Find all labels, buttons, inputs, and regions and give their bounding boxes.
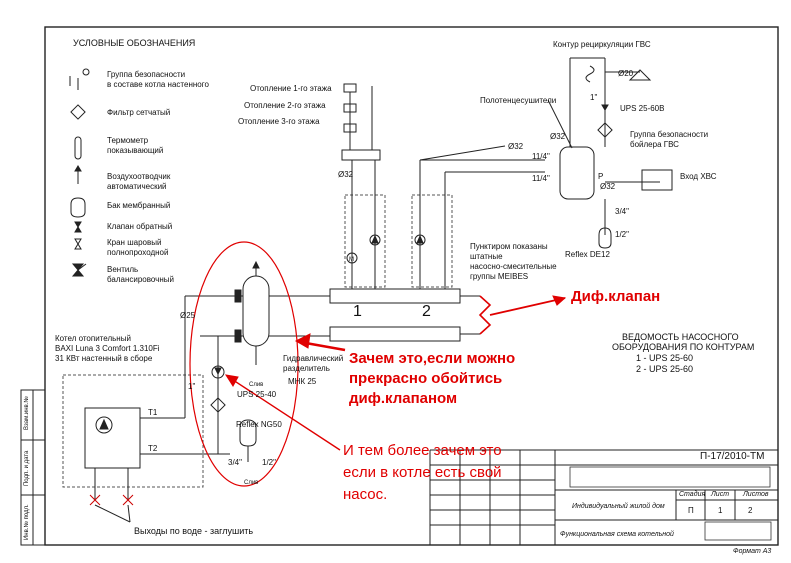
stamp-code: П-17/2010-ТМ [700,451,765,462]
stamp-object: Индивидуальный жилой дом [572,503,665,510]
boiler [62,295,230,523]
stamp-sheet-value: 1 [718,506,723,515]
question-2-l3: насос. [343,486,388,503]
stamp-sheet-header: Лист [711,491,730,498]
stamp-sheets-header: Листов [743,491,769,498]
boiler-label-l1: Котел отопительный [55,334,131,343]
hydraulic-separator [200,260,330,365]
legend-filter: Фильтр сетчатый [107,108,171,117]
riser-diameter-label: Ø32 [338,170,354,179]
pump-sheet-title-l2: ОБОРУДОВАНИЯ ПО КОНТУРАМ [612,342,755,352]
dotted-note-l3: насосно-смесительные [470,262,557,271]
stamp-sheets-value: 2 [748,506,753,515]
side-stamp-1: Взам.инв.№ [24,396,30,430]
legend-ball-valve-l2: полнопроходной [107,248,169,257]
boiler-drain: Слив [244,480,259,486]
stamp-format: Формат А3 [733,548,772,555]
heating-floor-3-label: Отопление 3-го этажа [238,117,320,126]
question-1-l1: Зачем это,если можно [349,350,516,367]
dhw-safety-group-l2: бойлера ГВС [630,140,679,149]
question-1-l2: прекрасно обойтись [349,370,503,387]
stamp-sheet-name: Функциональная схема котельной [560,531,674,538]
stamp-stage-value: П [688,506,694,515]
legend-symbols [69,68,90,277]
dhw-inch-1: 1" [590,93,598,102]
circuit-2-number: 2 [422,303,431,320]
separator-drain: Слив [249,382,264,388]
pump-sheet-row-2: 2 - UPS 25-60 [636,364,694,374]
legend-thermometer-l2: показывающий [107,146,164,155]
legend-safety-group-l2: в составе котла настенного [107,80,209,89]
dhw-d32-label: Ø32 [550,132,566,141]
dhw-supply-d32: Ø32 [508,142,524,151]
svg-text:M: M [349,257,354,263]
water-outputs-label: Выходы по воде - заглушить [134,526,254,536]
towel-dryers-label: Полотенцесушители [480,96,557,105]
sheet-frame [44,26,779,546]
heating-floor-1-label: Отопление 1-го этажа [250,84,332,93]
reflex-ng-label: Reflex NG50 [236,420,282,429]
legend-ball-valve-l1: Кран шаровый [107,238,162,247]
boiler-pump-group [210,365,257,462]
boiler-t2: T2 [148,444,158,453]
dhw-return-d32: Ø32 [600,182,616,191]
legend-title: УСЛОВНЫЕ ОБОЗНАЧЕНИЯ [73,38,196,48]
pump-sheet-title-l1: ВЕДОМОСТЬ НАСОСНОГО [622,332,739,342]
boiler-t1: T1 [148,408,158,417]
boiler-inch-3-4: 3/4" [228,458,242,467]
legend-air-vent-l2: автоматический [107,182,167,191]
highlight-ellipse [189,241,299,487]
dhw-p-label: P [598,172,604,181]
dhw-loop-label: Контур рециркуляции ГВС [553,40,651,49]
boiler-pump-label: UPS 25-40 [237,390,277,399]
boiler-inch-1-2: 1/2" [262,458,276,467]
dotted-note-l4: группы MEIBES [470,272,529,281]
separator-label-l3: МНК 25 [288,377,317,386]
title-block [429,449,778,545]
dhw-circuit [419,57,673,249]
dhw-inch-1-2: 1/2" [615,230,629,239]
legend-thermometer-l1: Термометр [107,136,149,145]
boiler-label-l2: BAXI Luna 3 Comfort 1.310Fi [55,344,160,353]
dhw-d20-label: Ø20 [618,69,634,78]
heating-circuit-valves [341,83,381,161]
separator-label-l1: Гидравлический [283,354,344,363]
question-2-l1: И тем более зачем это [343,442,502,459]
stamp-stage-header: Стадия [679,491,706,498]
side-stamp-2: Подп. и дата [24,450,30,486]
dhw-safety-group-l1: Группа безопасности [630,130,709,139]
separator-label-l2: разделитель [283,364,330,373]
boiler-label-l3: 31 КВт настенный в сборе [55,354,153,363]
legend-balancing-valve-l1: Вентиль [107,265,139,274]
legend-balancing-valve-l2: балансировочный [107,275,174,284]
boiler-inch-1: 1" [188,382,196,391]
question-2-l2: если в котле есть свой [343,464,502,481]
cold-water-inlet-label: Вход ХВС [680,172,717,181]
legend-air-vent-l1: Воздухоотводчик [107,172,171,181]
pump-sheet-row-1: 1 - UPS 25-60 [636,353,694,363]
circuit-1-number: 1 [353,303,362,320]
legend-check-valve: Клапан обратный [107,222,173,231]
heating-floor-2-label: Отопление 2-го этажа [244,101,326,110]
side-stamp-3: Инв.№ подл. [24,504,30,540]
meibes-groups [344,194,453,288]
reflex-de-label: Reflex DE12 [565,250,610,259]
dotted-note-l1: Пунктиром показаны [470,242,548,251]
dhw-pump-label: UPS 25-60B [620,104,665,113]
legend-safety-group-l1: Группа безопасности [107,70,186,79]
dhw-inch-3-4: 3/4" [615,207,629,216]
dhw-inch-11-4-b: 11/4" [532,174,550,183]
separator-d25: Ø25 [180,311,196,320]
question-1-l3: диф.клапаном [349,390,458,407]
dif-valve-annotation: Диф.клапан [571,288,661,305]
legend-membrane-tank: Бак мембранный [107,201,171,210]
dhw-inch-11-4-a: 11/4" [532,152,550,161]
distribution-manifold [329,288,567,342]
dotted-note-l2: штатные [470,252,503,261]
